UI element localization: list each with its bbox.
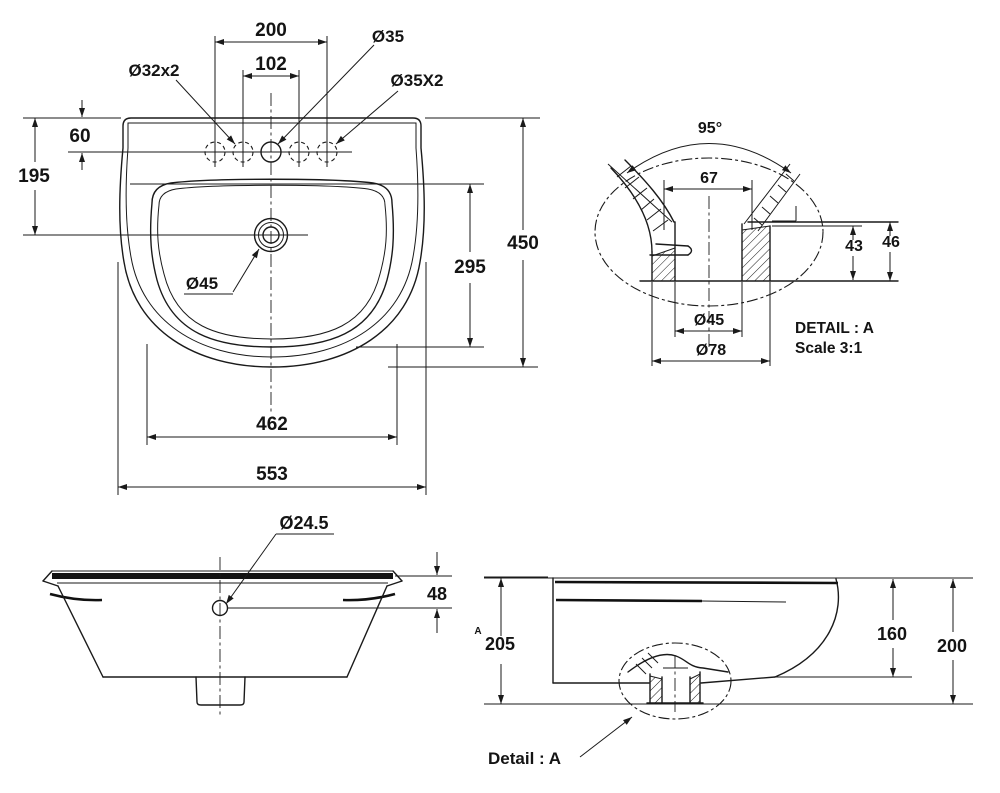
left-wall-section	[610, 159, 693, 256]
dim-drain-diameter: Ø45	[674, 282, 743, 337]
dim-rim-drop: 48	[228, 552, 452, 633]
callout-overflow: Ø24.5	[225, 513, 334, 605]
detail-a-scale: Scale 3:1	[795, 340, 863, 357]
dim-rim-to-drain: 195	[18, 118, 50, 235]
basin-inner-outline	[157, 184, 387, 340]
top-view: 200 102 Ø35 Ø32x2 Ø35X2 60 1	[18, 20, 540, 495]
detail-ref-label: Detail : A	[488, 749, 561, 768]
d24-5-label: Ø24.5	[279, 513, 328, 533]
d35x2-label: Ø35X2	[391, 71, 444, 90]
callout-drain: Ø45	[184, 248, 260, 295]
d45-label: Ø45	[186, 274, 218, 293]
outer-rim-outline	[119, 117, 425, 368]
dim-553-label: 553	[256, 464, 288, 485]
front-drain-boss	[195, 676, 246, 706]
dim-43-label: 43	[845, 238, 863, 255]
detail-a-reference: Detail : A	[488, 716, 633, 768]
dim-195-label: 195	[18, 166, 50, 187]
faucet-hole-4	[288, 141, 310, 163]
detail-a-view: 95°	[594, 120, 900, 366]
drain-hole	[23, 217, 308, 253]
drain-section	[639, 221, 899, 282]
dim-basin-depth: 295	[454, 184, 486, 347]
dim-flange-diameter: Ø78	[651, 282, 771, 366]
dim-46-label: 46	[882, 234, 900, 251]
dim-295-label: 295	[454, 257, 486, 278]
dim-160-label: 160	[877, 624, 907, 644]
dim-opening-width: 67	[663, 170, 753, 230]
faucet-hole-2	[232, 141, 254, 163]
dim-depth-outer: 46	[882, 222, 900, 281]
callout-center-hole: Ø35	[277, 27, 404, 145]
dim-front-height: 160	[775, 579, 912, 678]
dim-200-label: 200	[255, 20, 287, 41]
dim-overall-width: 553	[117, 262, 427, 495]
dim-102-label: 102	[255, 54, 287, 75]
basin-outer-outline	[149, 178, 395, 348]
dim-back-height: 205 A	[474, 576, 548, 704]
dim-67-label: 67	[700, 170, 718, 187]
dim-60-label: 60	[69, 126, 90, 147]
faucet-hole-1	[204, 141, 226, 163]
callout-inner-holes: Ø32x2	[128, 61, 236, 145]
d78-label: Ø78	[696, 342, 726, 359]
front-view: Ø24.5 48	[42, 513, 452, 718]
front-rim-bar	[52, 573, 393, 579]
front-left-lip	[49, 592, 103, 602]
side-view: 205 A 160 200 Detail : A	[474, 576, 973, 768]
dim-overall-height: 200	[937, 579, 967, 704]
faucet-hole-5	[316, 141, 338, 163]
d45-detail-label: Ø45	[694, 312, 724, 329]
detail-a-marker-ellipse	[618, 642, 732, 720]
dim-hole-inner-span: 102	[243, 54, 299, 79]
d32x2-label: Ø32x2	[128, 61, 179, 80]
dim-450-label: 450	[507, 233, 539, 254]
dim-overall-depth: 450	[507, 118, 539, 367]
side-drain-detail	[618, 642, 732, 720]
dim-95deg-label: 95°	[698, 120, 722, 137]
inner-rim-outline	[125, 122, 419, 358]
front-right-lip	[342, 592, 396, 602]
detail-a-title: DETAIL : A	[795, 320, 874, 337]
dim-chamfer-angle: 95°	[626, 120, 792, 174]
dim-depth-inner: 43	[845, 226, 863, 280]
dim-200-side-label: 200	[937, 636, 967, 656]
side-bowl-curve	[774, 578, 840, 678]
dim-205-a-marker: A	[474, 626, 481, 637]
dim-48-label: 48	[427, 584, 447, 604]
d35-label: Ø35	[372, 27, 404, 46]
dim-462-label: 462	[256, 414, 288, 435]
dim-basin-width: 462	[146, 344, 398, 445]
dim-rim-to-holes: 60	[69, 100, 91, 170]
dim-205-label: 205	[485, 634, 515, 654]
callout-outer-holes: Ø35X2	[335, 71, 444, 145]
dim-hole-span: 200	[215, 20, 327, 45]
